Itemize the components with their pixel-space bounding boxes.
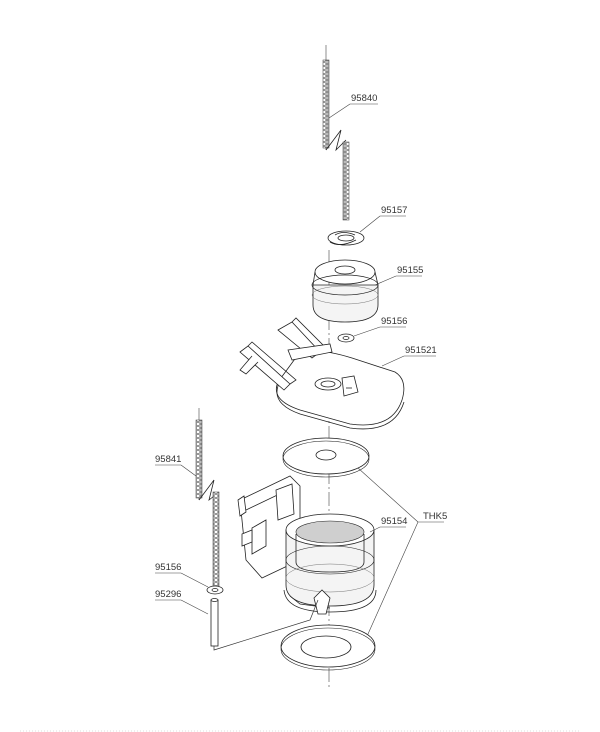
spring-95841 xyxy=(195,408,220,587)
label-95156-top: 95156 xyxy=(381,316,407,327)
assembly-path-line xyxy=(213,599,319,651)
label-95296: 95296 xyxy=(155,589,181,600)
spring-95840 xyxy=(322,45,350,221)
cap-95155 xyxy=(311,259,379,323)
washer-95156-bottom xyxy=(206,585,224,595)
label-95841: 95841 xyxy=(155,454,181,465)
base-plate-951521 xyxy=(239,317,405,430)
label-951521: 951521 xyxy=(405,345,437,356)
label-95155: 95155 xyxy=(397,265,423,276)
housing-95154 xyxy=(237,475,377,615)
label-95156-bottom: 95156 xyxy=(155,562,181,573)
gasket-lower xyxy=(280,624,376,671)
label-thk5: THK5 xyxy=(423,511,447,522)
label-95157: 95157 xyxy=(381,205,407,216)
clip-95157 xyxy=(327,230,365,246)
washer-95156-top xyxy=(337,333,355,343)
gasket-upper xyxy=(282,437,370,478)
pin-95296 xyxy=(210,598,219,647)
label-95840: 95840 xyxy=(351,93,377,104)
label-95154: 95154 xyxy=(381,516,407,527)
